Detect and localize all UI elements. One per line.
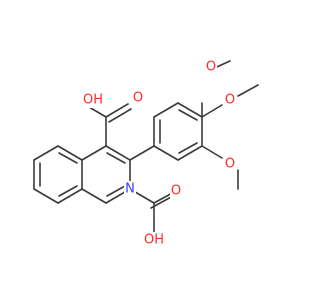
bond [178, 109, 198, 121]
atom-background [124, 181, 136, 197]
bond [58, 185, 78, 197]
atom-background [224, 156, 236, 172]
atom-background [132, 90, 144, 106]
bond [33, 145, 59, 161]
atom-background [224, 92, 236, 108]
bond [237, 84, 259, 97]
bond [57, 145, 83, 161]
atom-background [170, 183, 182, 199]
bond [177, 145, 203, 161]
bond [58, 152, 78, 164]
atom-label: O [225, 93, 235, 108]
bond [108, 108, 132, 123]
atom-background [143, 232, 165, 248]
molecule-structure: O O O OH O O N OH [33, 59, 259, 248]
atom-layer: O O O OH O O N OH [82, 59, 236, 248]
bond [81, 188, 107, 204]
bond [81, 145, 107, 161]
atom-o5: O [170, 183, 182, 199]
bond [33, 188, 59, 204]
atom-o3: O [224, 156, 236, 172]
bond [201, 145, 223, 159]
bond-layer [33, 60, 259, 233]
bond [177, 102, 203, 118]
atom-oh2: OH [143, 232, 165, 248]
atom-o2: O [224, 92, 236, 108]
bond [106, 185, 126, 197]
atom-label: O [206, 60, 216, 75]
bond [153, 145, 179, 161]
bond [57, 188, 83, 204]
atom-label: O [225, 157, 235, 172]
atom-n1: N [124, 181, 136, 197]
bond [106, 152, 126, 164]
atom-label: O [171, 184, 181, 199]
atom-label: O [133, 91, 143, 106]
bond [105, 103, 129, 118]
atom-background [82, 92, 104, 108]
atom-o4: O [132, 90, 144, 106]
atom-label: OH [144, 233, 164, 248]
bond [201, 104, 223, 118]
bond [129, 145, 155, 161]
atom-label: N [125, 182, 135, 197]
atom-background [205, 59, 217, 75]
atom-label: OH [83, 93, 103, 108]
bond [153, 102, 179, 118]
atom-o1: O [205, 59, 217, 75]
atom-oh1: OH [82, 92, 104, 108]
bond [178, 142, 198, 154]
bond [105, 145, 131, 161]
